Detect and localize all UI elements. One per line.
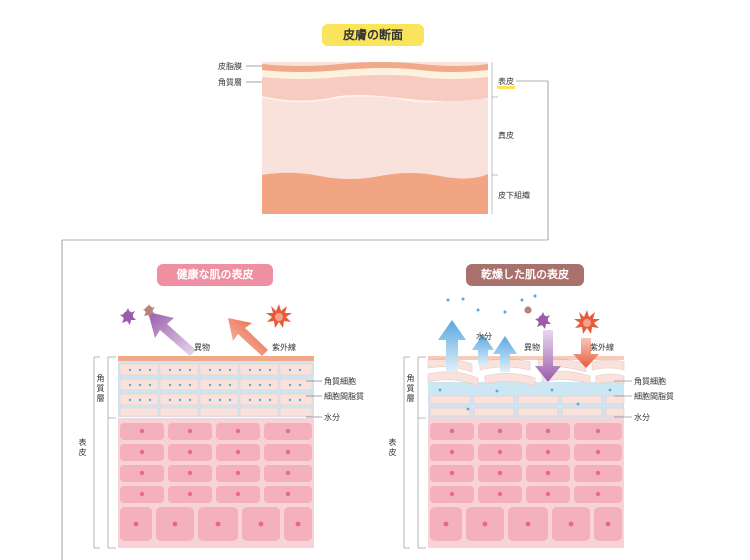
dry-stratum-side-label: 角質層 — [406, 374, 415, 404]
healthy-foreign-label: 異物 — [194, 343, 210, 352]
healthy-water-label: 水分 — [324, 413, 340, 422]
label-epidermis: 表皮 — [498, 77, 514, 86]
dry-title: 乾燥した肌の表皮 — [466, 264, 584, 286]
healthy-epidermis-side-label: 表皮 — [78, 438, 87, 458]
healthy-panel — [93, 304, 322, 549]
dry-foreign-label: 異物 — [524, 343, 540, 352]
healthy-title: 健康な肌の表皮 — [157, 264, 273, 286]
cross-section — [61, 62, 549, 560]
healthy-lipid-label: 細胞間脂質 — [324, 392, 364, 401]
dry-lipid-label: 細胞間脂質 — [634, 392, 674, 401]
dry-keratinocyte-label: 角質細胞 — [634, 377, 666, 386]
healthy-stratum-side-label: 角質層 — [96, 374, 105, 404]
label-stratum-corneum: 角質層 — [218, 78, 242, 87]
label-subcutaneous: 皮下組織 — [498, 191, 530, 200]
label-sebum-film: 皮脂膜 — [218, 62, 242, 71]
page-title: 皮膚の断面 — [322, 24, 424, 46]
dry-epidermis-side-label: 表皮 — [388, 438, 397, 458]
dry-water-label: 水分 — [476, 332, 492, 341]
uv-ray-icon — [266, 304, 292, 328]
dry-water-bottom-label: 水分 — [634, 413, 650, 422]
dry-panel — [403, 294, 632, 549]
label-dermis: 真皮 — [498, 131, 514, 140]
dry-uv-label: 紫外線 — [590, 343, 614, 352]
healthy-uv-label: 紫外線 — [272, 343, 296, 352]
healthy-keratinocyte-label: 角質細胞 — [324, 377, 356, 386]
foreign-particle-icon — [120, 308, 136, 325]
